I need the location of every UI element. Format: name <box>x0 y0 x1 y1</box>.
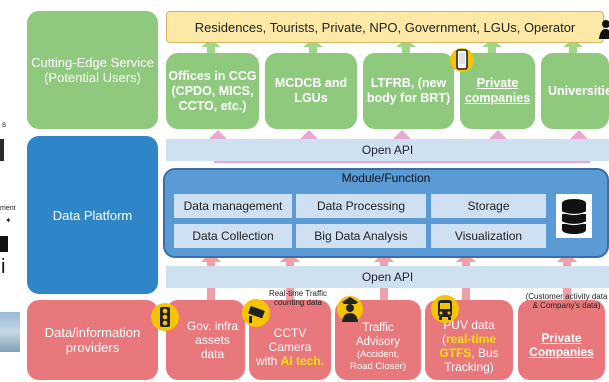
service-row-label: Cutting-Edge Service (Potential Users) <box>27 11 158 129</box>
star-fragment: ✦ <box>5 216 12 225</box>
bus-icon <box>431 295 459 323</box>
database-icon <box>556 194 592 238</box>
police-officer-icon <box>337 296 363 322</box>
cctv-note: Real-time Traffic counting data <box>268 289 328 307</box>
cctv-camera-icon <box>242 299 270 327</box>
provider-private-companies[interactable]: Private Companies <box>518 300 605 380</box>
provider-cctv: CCTV Camera with AI tech. <box>249 300 331 380</box>
fn-data-collection: Data Collection <box>174 224 292 248</box>
cropped-image-fragment <box>0 236 8 252</box>
fn-data-processing: Data Processing <box>296 194 426 218</box>
fn-storage: Storage <box>431 194 546 218</box>
cropped-text-fragment: i <box>1 256 6 278</box>
green-arrows <box>201 39 583 54</box>
provider-gov-infra: Gov. infra assets data <box>166 300 245 380</box>
cropped-text-fragment: s <box>2 120 6 129</box>
potential-users-bar: Residences, Tourists, Private, NPO, Gove… <box>166 11 604 43</box>
module-title: Module/Function <box>341 171 431 185</box>
fn-big-data-analysis: Big Data Analysis <box>296 224 426 248</box>
user-box-universities: Universities <box>541 53 609 129</box>
traffic-light-icon <box>151 303 179 331</box>
person-icon <box>599 20 609 39</box>
open-api-top: Open API <box>166 139 609 161</box>
cropped-photo-fragment <box>0 312 20 352</box>
provider-puv-data: PUV data (real-time GTFS, Bus Tracking) <box>425 300 513 380</box>
user-box-ltfrb: LTFRB, (new body for BRT) <box>363 53 454 129</box>
user-box-mcdcb: MCDCB and LGUs <box>265 53 357 129</box>
cropped-text-fragment: ment <box>0 205 16 212</box>
user-box-ccg-offices: Offices in CCG (CPDO, MICS, CCTO, etc.) <box>166 53 259 129</box>
cropped-image-fragment <box>0 139 4 161</box>
fn-data-management: Data management <box>174 194 292 218</box>
private-data-note: (Customer activity data & Company's data… <box>525 292 608 310</box>
providers-row-label: Data/information providers <box>27 300 158 380</box>
smartphone-icon <box>450 48 474 72</box>
fn-visualization: Visualization <box>431 224 546 248</box>
open-api-bottom: Open API <box>166 266 609 288</box>
platform-row-label: Data Platform <box>27 136 158 294</box>
